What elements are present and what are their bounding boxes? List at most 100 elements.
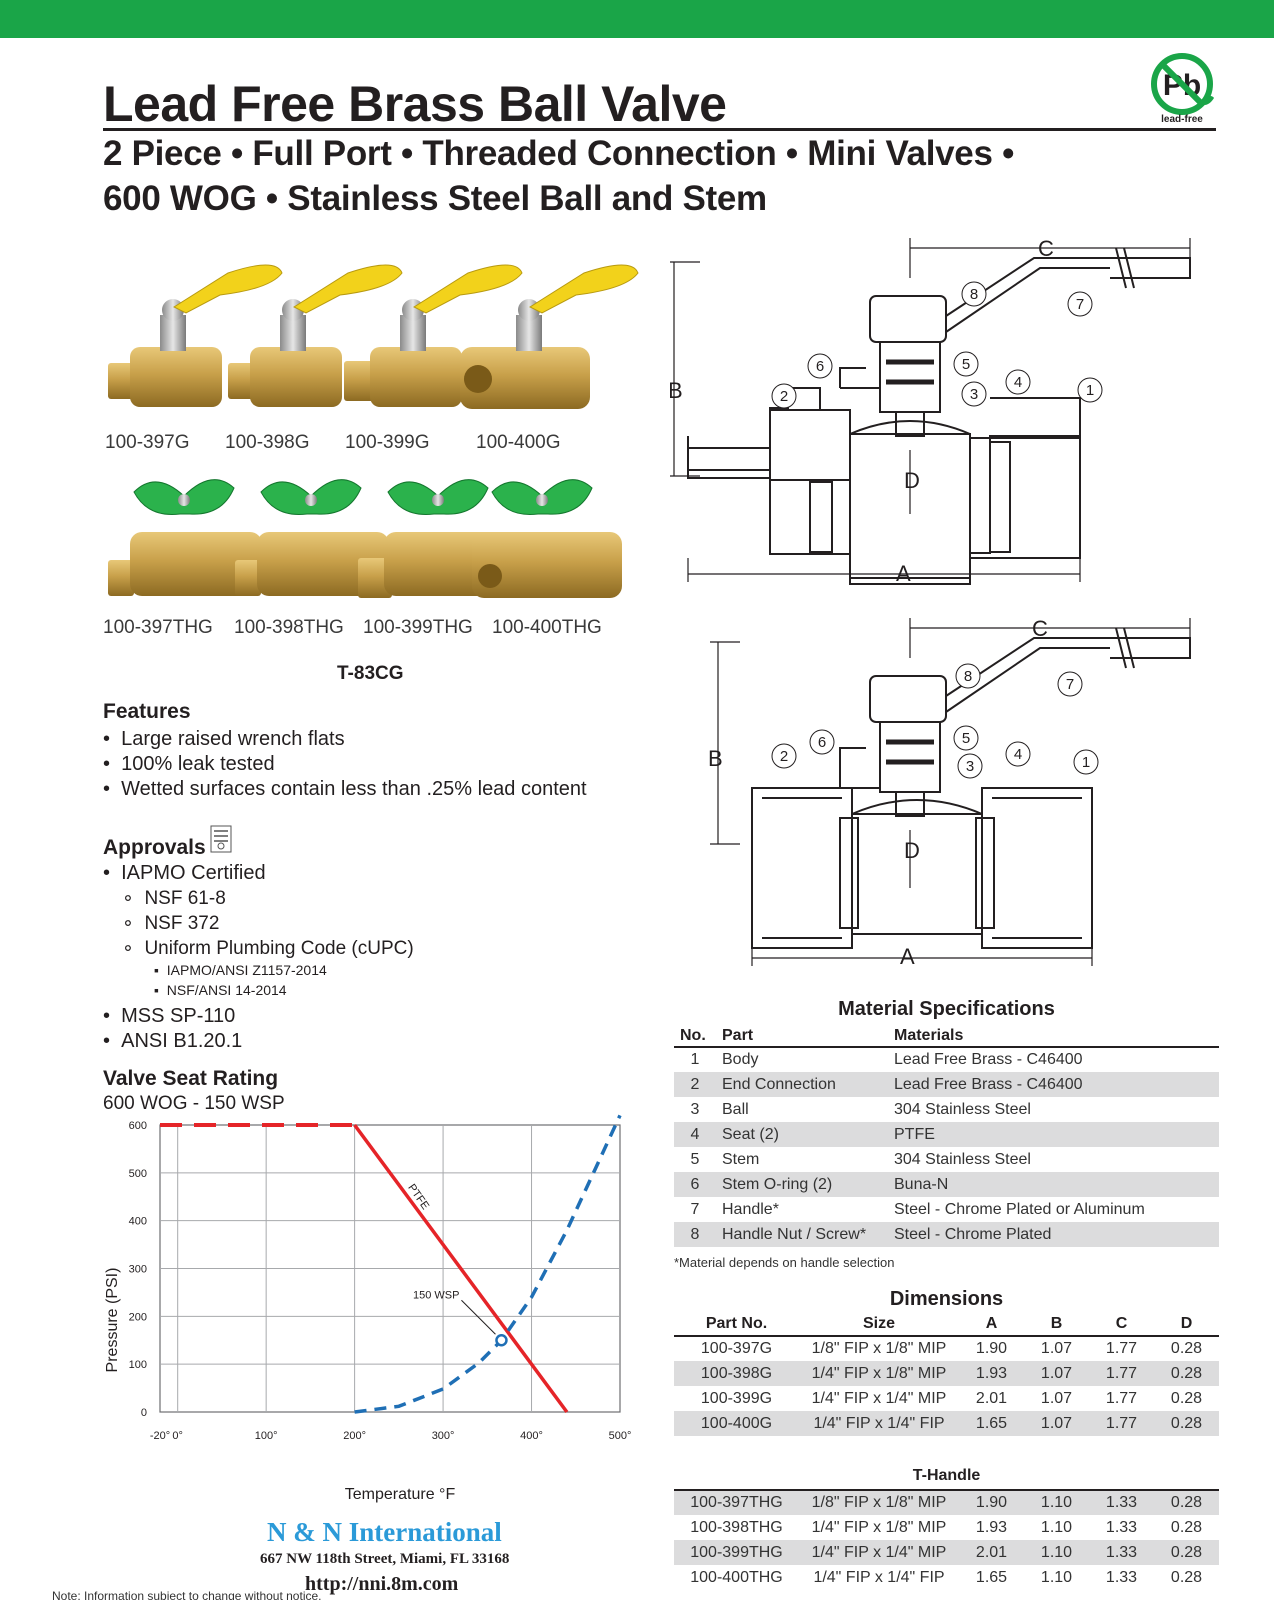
table-cell: 0.28 — [1154, 1490, 1219, 1515]
series-line-1 — [353, 1123, 569, 1414]
y-tick-label: 0 — [141, 1407, 147, 1419]
table-cell: 3 — [690, 1100, 700, 1118]
table-cell: Steel - Chrome Plated or Aluminum — [894, 1200, 1145, 1218]
table-cell: 1.33 — [1105, 1518, 1138, 1536]
table-cell: 1.10 — [1024, 1490, 1089, 1515]
table-cell: Ball — [722, 1100, 749, 1118]
table-cell: 1.33 — [1089, 1490, 1154, 1515]
chart-grid — [159, 1124, 621, 1413]
valve-photo-100-400THG — [472, 479, 622, 598]
table-cell: 100-397THG — [674, 1490, 799, 1515]
valve-photo-100-400G — [460, 264, 639, 409]
product-label: 100-397THG — [103, 617, 213, 638]
x-tick-label: 200° — [343, 1430, 366, 1442]
col-header: A — [959, 1312, 1024, 1337]
table-cell: 1.10 — [1040, 1518, 1073, 1536]
table-cell: 1.07 — [1040, 1389, 1073, 1407]
table-cell: 100-399G — [700, 1389, 773, 1407]
table-cell: 0.28 — [1154, 1540, 1219, 1565]
material-specs-title: Material Specifications — [838, 998, 1055, 1020]
lead-free-badge: Pb lead-free — [1148, 52, 1216, 128]
approval-item: ∘ NSF 372 — [122, 913, 220, 934]
table-cell: 100-400THG — [690, 1568, 783, 1586]
y-tick-label: 400 — [129, 1216, 147, 1228]
table-cell: 1.07 — [1040, 1340, 1073, 1357]
table-cell: 100-398THG — [690, 1518, 783, 1536]
table-cell: 0.28 — [1154, 1411, 1219, 1436]
callout-6: 6 — [818, 734, 826, 751]
y-tick-label: 200 — [129, 1311, 147, 1323]
features-heading: Features — [103, 700, 191, 723]
table-cell: Seat (2) — [716, 1122, 888, 1147]
callout-5: 5 — [962, 730, 970, 747]
callout-7: 7 — [1066, 676, 1074, 693]
t-handle-title: T-Handle — [912, 1467, 981, 1484]
col-header: Part — [716, 1023, 888, 1048]
callout-2: 2 — [780, 388, 788, 405]
table-cell: Lead Free Brass - C46400 — [894, 1051, 1083, 1068]
table-cell: 2.01 — [959, 1540, 1024, 1565]
dimension-label-d: D — [904, 468, 920, 493]
footer-note: Note: Information subject to change with… — [52, 1589, 322, 1600]
valve-photo-100-397G — [108, 264, 283, 407]
footer-address: 667 NW 118th Street, Miami, FL 33168 — [260, 1551, 510, 1567]
table-cell: 1.33 — [1105, 1568, 1138, 1586]
chart-x-label: Temperature °F — [345, 1486, 456, 1503]
table-cell: 1/8" FIP x 1/8" MIP — [799, 1490, 959, 1515]
dimension-label-b: B — [670, 378, 683, 403]
table-cell: 304 Stainless Steel — [894, 1150, 1031, 1168]
dimension-label-a: A — [896, 561, 911, 586]
table-cell: 2 — [674, 1072, 716, 1097]
callout-3: 3 — [966, 758, 974, 775]
table-cell: 1.77 — [1089, 1411, 1154, 1436]
table-cell: 2.01 — [975, 1389, 1008, 1407]
material-note: *Material depends on handle selection — [674, 1255, 895, 1270]
col-header: B — [1024, 1312, 1089, 1337]
footer-url-link[interactable]: http://nni.8m.com — [305, 1573, 459, 1595]
approval-item: • MSS SP-110 — [103, 1005, 236, 1027]
table-cell: Buna-N — [888, 1172, 1219, 1197]
col-header: Materials — [888, 1023, 1219, 1048]
chart-y-label: Pressure (PSI) — [104, 1268, 121, 1373]
table-cell: 1.90 — [975, 1340, 1008, 1357]
table-cell: 0.28 — [1154, 1361, 1219, 1386]
col-header: Part No. — [674, 1312, 799, 1337]
tee-valve-photos — [108, 479, 622, 598]
approval-item: • IAPMO Certified — [103, 862, 266, 884]
x-tick-label: 100° — [255, 1430, 278, 1442]
product-label: 100-399THG — [363, 617, 473, 638]
col-header: D — [1154, 1312, 1219, 1337]
approval-item: ∘ NSF 61-8 — [122, 888, 226, 909]
callout-6: 6 — [816, 358, 824, 375]
table-cell: 1.93 — [959, 1361, 1024, 1386]
callout-7: 7 — [1076, 296, 1084, 313]
table-cell: 1.33 — [1089, 1540, 1154, 1565]
callout-4: 4 — [1014, 746, 1022, 763]
fip-valve-diagram: A B C D 1 2 3 4 5 6 7 8 — [708, 618, 1191, 969]
seat-rating-heading: Valve Seat Rating — [103, 1067, 279, 1090]
table-cell: 1/8" FIP x 1/8" MIP — [811, 1340, 947, 1357]
table-cell: Handle Nut / Screw* — [716, 1222, 888, 1247]
dimension-label-d: D — [904, 838, 920, 863]
table-cell: 100-397G — [700, 1340, 773, 1357]
table-cell: 1.90 — [959, 1490, 1024, 1515]
table-cell: 1.10 — [1040, 1568, 1073, 1586]
subtitle-line-1: 2 Piece • Full Port • Threaded Connectio… — [103, 134, 1015, 173]
table-cell: 1.07 — [1024, 1361, 1089, 1386]
y-tick-label: 600 — [129, 1120, 147, 1132]
callout-5: 5 — [962, 356, 970, 373]
feature-item: • Wetted surfaces contain less than .25%… — [103, 778, 587, 800]
table-cell: 1.77 — [1105, 1389, 1138, 1407]
wsp-marker — [495, 1334, 508, 1347]
callout-2: 2 — [780, 748, 788, 765]
dimension-label-c: C — [1032, 618, 1048, 641]
